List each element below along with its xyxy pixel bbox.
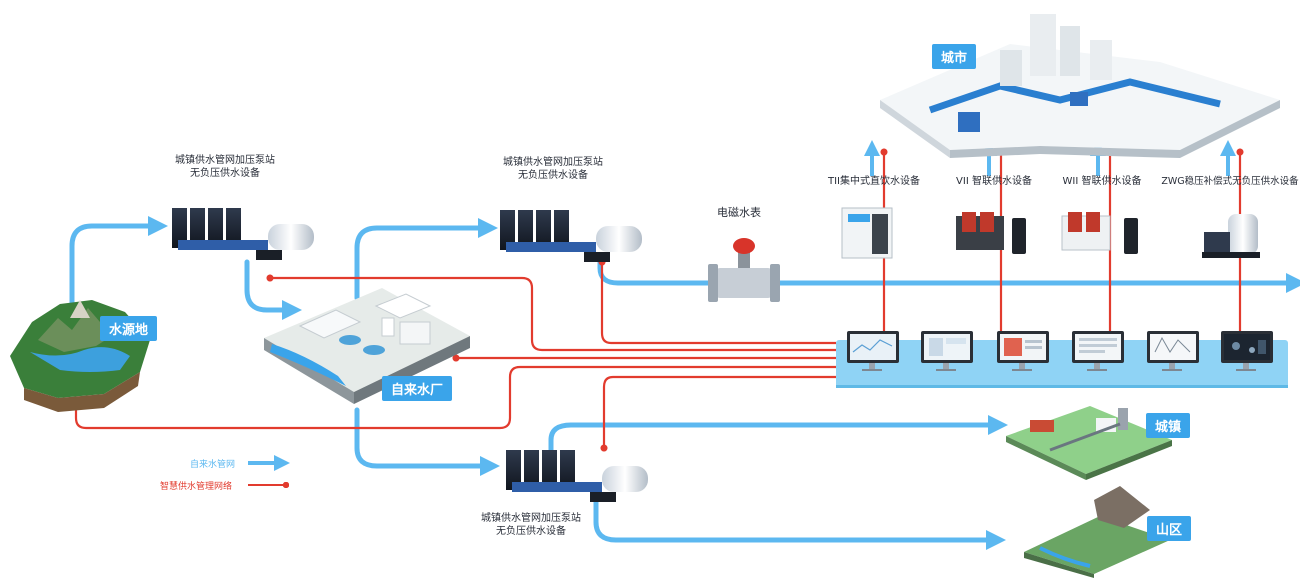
monitor-3 xyxy=(997,331,1049,371)
net-link-source xyxy=(72,365,836,430)
city-tag: 城市 xyxy=(932,44,977,69)
monitor-5 xyxy=(1147,331,1199,371)
flow-meter-label: 电磁水表 xyxy=(717,206,761,219)
pipe-plant-to-station-3 xyxy=(354,407,500,476)
pipe-source-to-station-1 xyxy=(69,216,168,311)
town-illustration xyxy=(1006,406,1172,480)
device-vii-label: VII 智联供水设备 xyxy=(956,176,1032,187)
mountain-illustration xyxy=(1024,486,1170,578)
device-zwg-illustration xyxy=(1202,214,1260,258)
device-tii-label: TII集中式直饮水设备 xyxy=(827,176,920,187)
station-3-label-line2: 无负压供水设备 xyxy=(496,526,566,537)
station-1-label-line1: 城镇供水管网加压泵站 xyxy=(175,155,275,166)
device-zwg-label: ZWG稳压补偿式无负压供水设备 xyxy=(1161,176,1299,187)
monitoring-center xyxy=(836,340,1288,388)
pipe-plant-to-station-2 xyxy=(354,218,498,301)
monitor-2 xyxy=(921,331,973,371)
pipe-to-town xyxy=(548,415,1008,455)
device-wii-label: WII 智联供水设备 xyxy=(1062,176,1142,187)
mountain-tag: 山区 xyxy=(1147,516,1192,541)
device-wii-illustration xyxy=(1061,212,1138,254)
monitor-1 xyxy=(847,331,899,371)
legend-graphics xyxy=(248,455,290,489)
monitor-4 xyxy=(1072,331,1124,371)
pipe-to-mountain xyxy=(593,489,1006,550)
station-3-label: 城镇供水管网加压泵站 无负压供水设备 xyxy=(456,512,606,538)
pump-station-3-illustration xyxy=(506,450,648,502)
device-tii-illustration xyxy=(841,207,893,259)
pump-station-2-illustration xyxy=(500,210,642,262)
water-plant-tag: 自来水厂 xyxy=(382,376,453,401)
station-2-label-line1: 城镇供水管网加压泵站 xyxy=(503,157,603,168)
pipe-station-1-to-plant xyxy=(244,259,302,320)
station-2-label-line2: 无负压供水设备 xyxy=(518,170,588,181)
water-pipe-network xyxy=(69,216,1300,550)
city-illustration xyxy=(880,14,1280,158)
legend-network-label: 智慧供水管理网络 xyxy=(160,482,233,492)
station-1-label-line2: 无负压供水设备 xyxy=(190,168,260,179)
pump-station-1-illustration xyxy=(172,208,314,260)
monitor-6 xyxy=(1221,331,1273,371)
device-vii-illustration xyxy=(956,212,1026,254)
station-2-label: 城镇供水管网加压泵站 无负压供水设备 xyxy=(478,156,628,182)
station-3-label-line1: 城镇供水管网加压泵站 xyxy=(481,513,581,524)
legend-water-pipe-label: 自来水管网 xyxy=(190,460,236,470)
pipe-main-line xyxy=(597,255,1300,293)
flow-meter-illustration xyxy=(708,238,780,302)
net-link-station-1 xyxy=(266,274,836,352)
net-link-station-2 xyxy=(598,258,836,345)
station-1-label: 城镇供水管网加压泵站 无负压供水设备 xyxy=(150,154,300,180)
smart-management-network xyxy=(72,148,1244,452)
net-link-station-3 xyxy=(600,375,836,452)
water-source-tag: 水源地 xyxy=(100,316,158,341)
monitor-screens xyxy=(847,331,1273,371)
town-tag: 城镇 xyxy=(1146,413,1191,438)
